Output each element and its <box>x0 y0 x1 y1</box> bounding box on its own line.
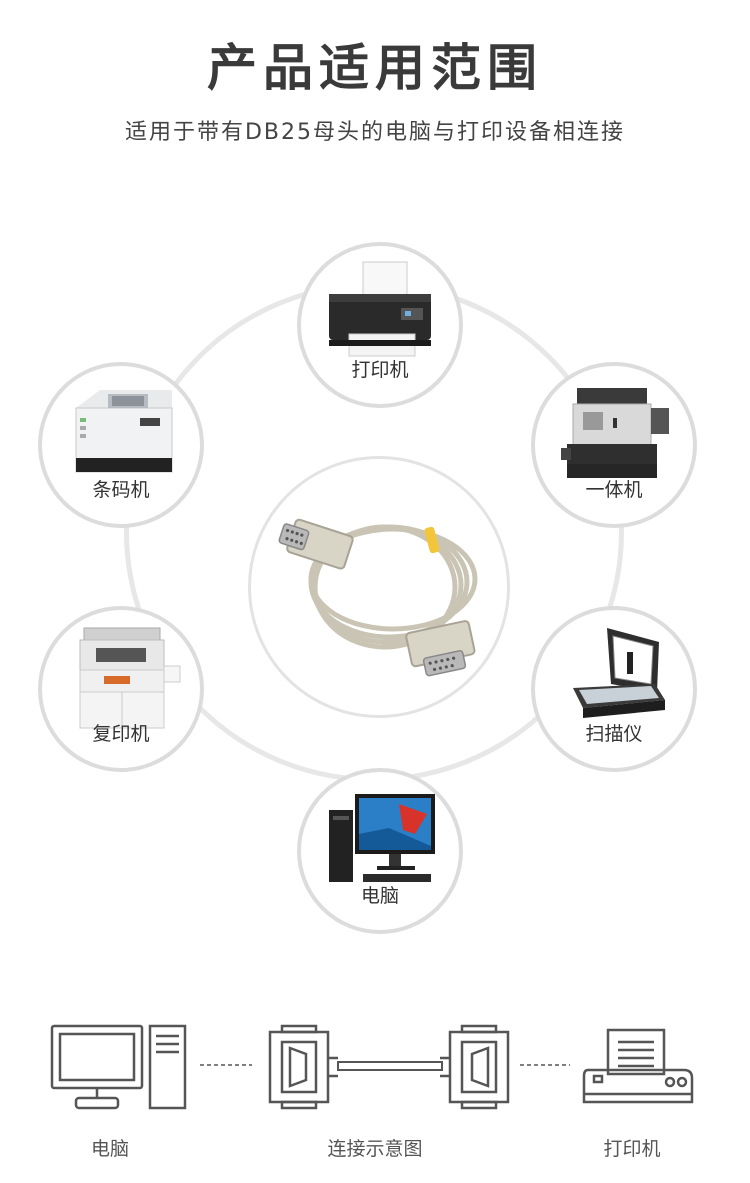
diagram-right-connector-icon <box>440 1024 510 1110</box>
page-title: 产品适用范围 <box>207 39 543 97</box>
page-subtitle: 适用于带有DB25母头的电脑与打印设备相连接 <box>124 120 626 145</box>
computer-icon <box>329 794 435 882</box>
device-node-copier: 复印机 <box>38 606 204 772</box>
device-node-printer: 打印机 <box>297 242 463 408</box>
db25-cable-icon <box>278 518 478 677</box>
cable-product-circle <box>248 456 510 718</box>
diagram-left-connector-icon <box>268 1024 338 1110</box>
diagram-computer-icon <box>50 1024 187 1110</box>
diagram-label-title: 连接示意图 <box>327 1138 423 1160</box>
device-node-barcode: 条码机 <box>38 362 204 528</box>
multifunction-printer-icon <box>561 388 669 478</box>
device-label-printer: 打印机 <box>351 359 409 381</box>
diagram-label-printer: 打印机 <box>603 1138 661 1160</box>
printer-icon <box>329 261 431 357</box>
copier-icon <box>79 627 181 729</box>
device-label-barcode: 条码机 <box>92 479 150 501</box>
device-label-copier: 复印机 <box>92 723 150 745</box>
device-node-mfp: 一体机 <box>531 362 697 528</box>
device-node-scanner: 扫描仪 <box>531 606 697 772</box>
diagram-printer-icon <box>582 1028 694 1104</box>
diagram-label-computer: 电脑 <box>90 1138 129 1160</box>
device-label-mfp: 一体机 <box>585 479 643 501</box>
device-label-scanner: 扫描仪 <box>585 723 643 745</box>
scanner-icon <box>573 628 665 718</box>
device-label-computer: 电脑 <box>360 885 399 907</box>
connection-diagram <box>50 1024 694 1110</box>
barcode-printer-icon <box>75 390 173 473</box>
device-node-computer: 电脑 <box>297 768 463 934</box>
